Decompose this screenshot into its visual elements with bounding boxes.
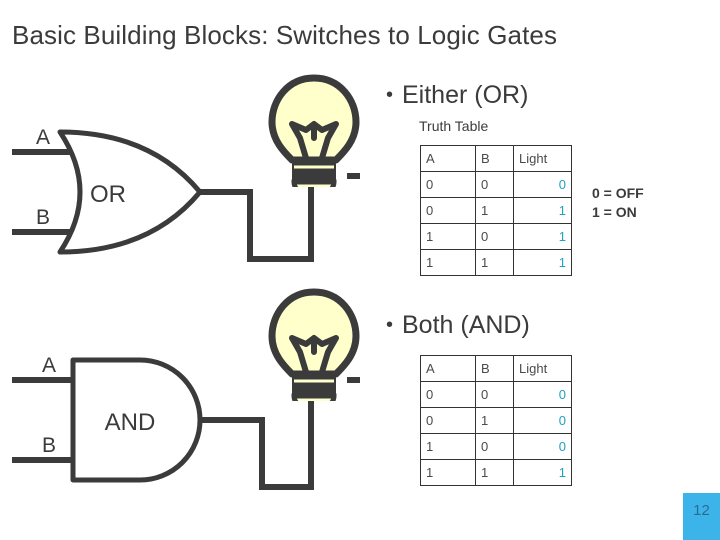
bullet-label-both-and: Both (AND) (402, 311, 530, 339)
table-row: 1 1 1 (420, 459, 572, 486)
cell-b: 0 (475, 381, 514, 408)
bullet-marker-icon: • (386, 84, 394, 106)
bulb-glass (268, 74, 360, 164)
table-row: 0 0 0 (420, 381, 572, 408)
light-bulb-icon-and (268, 288, 360, 401)
cell-b: 1 (475, 249, 514, 276)
truth-table-caption: Truth Table (419, 118, 489, 134)
cell-a: 0 (420, 381, 476, 408)
bullet-both-and: • Both (AND) (386, 310, 530, 340)
column-header-light: Light (513, 145, 572, 172)
truth-table-and: A B Light 0 0 0 0 1 0 1 0 0 1 (420, 355, 572, 486)
bulb-filament (289, 121, 339, 161)
bulb-glass (268, 288, 360, 378)
page-title: Basic Building Blocks: Switches to Logic… (12, 20, 558, 50)
cell-a: 0 (420, 197, 476, 224)
column-header-b: B (475, 145, 514, 172)
bullet-either-or: • Either (OR) (386, 80, 528, 110)
bullet-marker-icon: • (386, 314, 394, 336)
table-row: 1 0 1 (420, 223, 572, 250)
cell-a: 0 (420, 407, 476, 434)
or-input-label-a: A (36, 126, 50, 149)
table-row: 1 1 1 (420, 249, 572, 276)
and-circuit-diagram: A B AND (12, 354, 314, 490)
bulb-filament (289, 335, 339, 375)
cell-a: 1 (420, 249, 476, 276)
cell-b: 1 (475, 197, 514, 224)
and-output-wire (200, 398, 314, 490)
cell-b: 1 (475, 459, 514, 486)
cell-b: 0 (475, 433, 514, 460)
cell-a: 1 (420, 223, 476, 250)
table-row: 0 1 1 (420, 197, 572, 224)
and-gate-body (70, 357, 203, 483)
column-header-a: A (420, 145, 476, 172)
cell-light: 0 (513, 381, 572, 408)
bulb-tip (291, 179, 337, 187)
or-gate-label: OR (90, 181, 126, 208)
table-header-row: A B Light (420, 355, 572, 382)
page-number-label: 12 (693, 502, 710, 519)
or-circuit-diagram: A B OR (12, 126, 314, 262)
table-row: 0 0 0 (420, 171, 572, 198)
cell-light: 1 (513, 459, 572, 486)
cell-b: 0 (475, 171, 514, 198)
or-input-label-b: B (36, 206, 50, 229)
and-gate-label: AND (105, 409, 156, 436)
table-header-row: A B Light (420, 145, 572, 172)
truth-table-or: A B Light 0 0 0 0 1 1 1 0 1 1 (420, 145, 572, 276)
and-input-label-a: A (42, 354, 56, 377)
column-header-a: A (420, 355, 476, 382)
column-header-b: B (475, 355, 514, 382)
bulb-tip (291, 393, 337, 401)
cell-a: 1 (420, 433, 476, 460)
bullet-label-either-or: Either (OR) (402, 81, 529, 109)
cell-light: 1 (513, 197, 572, 224)
cell-light: 0 (513, 433, 572, 460)
table-row: 1 0 0 (420, 433, 572, 460)
legend-off-on: 0 = OFF 1 = ON (592, 184, 644, 222)
cell-b: 1 (475, 407, 514, 434)
or-bulb-lead-dash (347, 173, 360, 179)
cell-light: 1 (513, 249, 572, 276)
cell-b: 0 (475, 223, 514, 250)
cell-light: 0 (513, 171, 572, 198)
cell-light: 0 (513, 407, 572, 434)
or-gate-body (57, 129, 203, 255)
cell-light: 1 (513, 223, 572, 250)
legend-line-on: 1 = ON (592, 204, 637, 220)
and-bulb-lead-dash (347, 377, 360, 383)
cell-a: 1 (420, 459, 476, 486)
cell-a: 0 (420, 171, 476, 198)
legend-line-off: 0 = OFF (592, 185, 644, 201)
light-bulb-icon-or (268, 74, 360, 187)
or-output-wire (200, 180, 314, 262)
and-input-label-b: B (42, 434, 56, 457)
page-number-badge: 12 (683, 493, 720, 540)
table-row: 0 1 0 (420, 407, 572, 434)
column-header-light: Light (513, 355, 572, 382)
